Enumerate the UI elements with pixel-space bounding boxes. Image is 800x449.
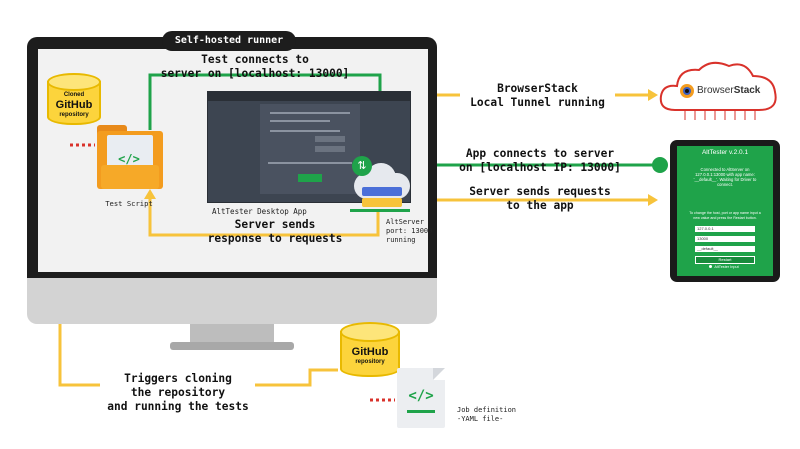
test-script-label: Test Script — [105, 199, 153, 208]
cloned-repo: Cloned GitHub repository — [47, 73, 101, 129]
triggers-line-right — [255, 368, 338, 387]
label-triggers: Triggers cloning the repository and runn… — [107, 372, 249, 413]
altserver-port: port: 13000 — [386, 227, 433, 235]
cloned-repo-brand: GitHub — [55, 99, 93, 111]
altserver-cloud-icon — [348, 155, 416, 215]
code-icon: </> — [118, 152, 140, 166]
browserstack-brand-1: Browser — [697, 85, 734, 96]
cloned-repo-line2: repository — [59, 112, 89, 118]
label-server-sends-response: Server sends response to requests — [207, 218, 343, 245]
phone-hint-text: To change the host, port or app name inp… — [689, 211, 761, 220]
runner-title: Self-hosted runner — [162, 31, 296, 51]
github-repo-brand: GitHub — [351, 346, 389, 358]
label-app-connects: App connects to server on [localhost IP:… — [459, 147, 621, 174]
job-definition-line1: Job definition — [457, 406, 517, 414]
label-test-connects: Test connects to server on [localhost: 1… — [160, 53, 350, 80]
cloud-outline-icon — [659, 61, 777, 120]
cloned-repo-line1: Cloned — [63, 92, 85, 98]
phone-host-input[interactable]: 127.0.0.1 — [695, 226, 755, 232]
altserver-status: running — [386, 236, 416, 244]
phone-title: AltTester v.2.0.1 — [701, 149, 749, 156]
app-connects-dot — [652, 157, 668, 173]
desktop-app-caption: AltTester Desktop App — [212, 207, 307, 216]
label-browserstack-tunnel: BrowserStack Local Tunnel running — [470, 82, 605, 109]
phone-app-name-input[interactable]: __default__ — [695, 246, 755, 252]
sync-arrows-icon: ⇅ — [352, 156, 372, 176]
phone-screen — [677, 146, 773, 276]
github-repo-line: repository — [355, 359, 385, 365]
phone-connected-text: Connected to AltServer on 127.0.0.1:1300… — [693, 167, 757, 187]
github-repo: GitHub repository — [340, 322, 400, 382]
browserstack-brand-2: Stack — [733, 85, 761, 96]
monitor-chin — [27, 278, 437, 324]
job-definition-line2: -YAML file- — [457, 415, 504, 423]
test-script-folder-icon: </> — [95, 125, 165, 190]
job-code-icon: </> — [408, 388, 434, 404]
phone-port-input[interactable]: 13000 — [695, 236, 755, 242]
monitor-foot — [170, 342, 294, 350]
toggle-dot-icon — [709, 265, 713, 268]
phone-input-toggle[interactable]: AltTester Input — [695, 265, 753, 269]
monitor-neck — [190, 324, 274, 342]
phone-restart-button[interactable]: Restart — [695, 256, 755, 264]
label-server-sends-requests: Server sends requests to the app — [469, 185, 611, 212]
altserver-name: AltServer — [386, 218, 424, 226]
yaml-file-icon: </> — [397, 368, 447, 430]
browserstack-cloud: BrowserStack — [655, 58, 783, 120]
